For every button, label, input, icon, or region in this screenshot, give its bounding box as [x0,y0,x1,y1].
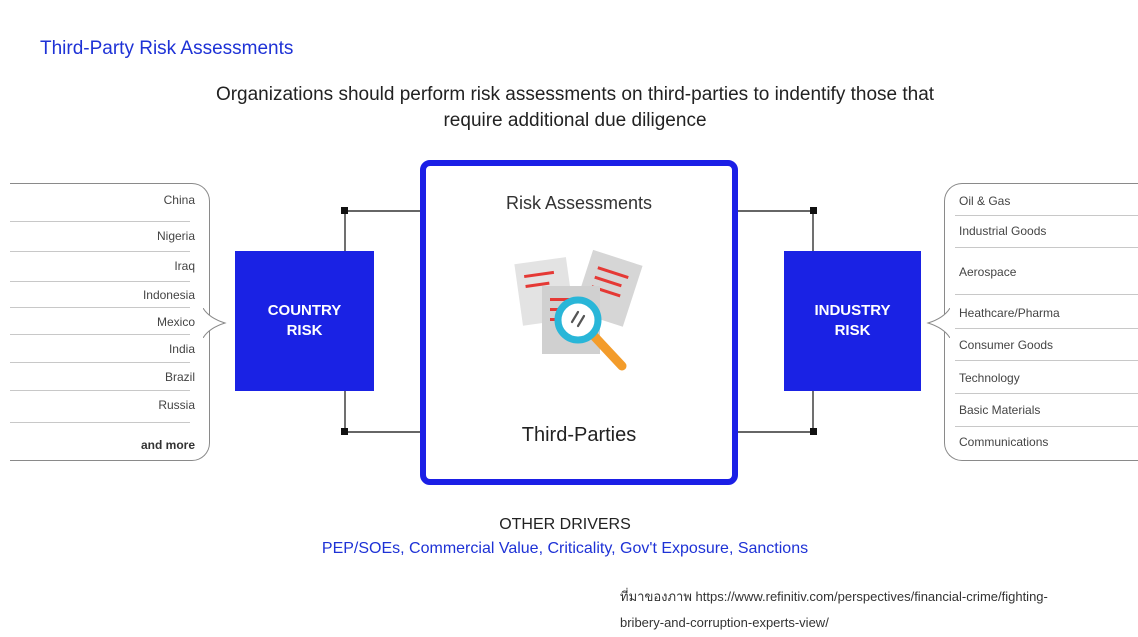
brace-right-icon [926,308,950,338]
country-list: China Nigeria Iraq Indonesia Mexico Indi… [10,183,210,461]
divider [10,281,190,282]
country-risk-box: COUNTRY RISK [235,251,374,391]
list-item: Nigeria [156,229,195,243]
list-item: Oil & Gas [959,194,1011,208]
divider [955,328,1138,329]
list-item: and more [140,438,195,452]
divider [10,390,190,391]
industry-risk-line-1: INDUSTRY [814,302,891,319]
industry-risk-line-2: RISK [834,322,871,339]
list-item: Heathcare/Pharma [959,306,1060,320]
divider [955,247,1138,248]
industry-list: Oil & Gas Industrial Goods Aerospace Hea… [944,183,1138,461]
divider [955,215,1138,216]
divider [10,422,190,423]
image-source-caption: ที่มาของภาพ https://www.refinitiv.com/pe… [620,584,1130,636]
list-item: Iraq [174,259,195,273]
country-risk-line-1: COUNTRY [267,302,342,319]
divider [955,360,1138,361]
page-title: Third-Party Risk Assessments [40,38,294,59]
divider [10,251,190,252]
center-bottom-label: Third-Parties [521,424,637,446]
list-item: Basic Materials [959,403,1041,417]
list-item: Technology [959,371,1020,385]
list-item: Mexico [156,315,195,329]
country-risk-line-2: RISK [286,322,323,339]
documents-magnifier-icon [514,249,643,371]
divider [955,294,1138,295]
list-item: China [163,193,195,207]
divider [10,307,190,308]
source-line-1: ที่มาของภาพ https://www.refinitiv.com/pe… [620,589,1048,604]
list-item: India [168,342,195,356]
brace-left-icon [203,308,227,338]
source-line-2: bribery-and-corruption-experts-view/ [620,615,829,630]
divider [955,393,1138,394]
center-title: Risk Assessments [505,193,653,213]
subtitle-line-2: require additional due diligence [443,110,707,131]
other-drivers-title: OTHER DRIVERS [499,516,631,533]
list-item: Brazil [164,370,195,384]
list-item: Consumer Goods [959,338,1054,352]
divider [10,362,190,363]
divider [10,334,190,335]
subtitle-line-1: Organizations should perform risk assess… [215,84,935,105]
other-drivers-list: PEP/SOEs, Commercial Value, Criticality,… [321,540,809,557]
list-item: Indonesia [142,288,195,302]
subtitle: Organizations should perform risk assess… [100,82,1050,134]
list-item: Industrial Goods [959,224,1047,238]
list-item: Communications [959,435,1049,449]
divider [955,426,1138,427]
list-item: Russia [158,398,195,412]
industry-risk-box: INDUSTRY RISK [784,251,921,391]
list-item: Aerospace [959,265,1017,279]
divider [10,221,190,222]
